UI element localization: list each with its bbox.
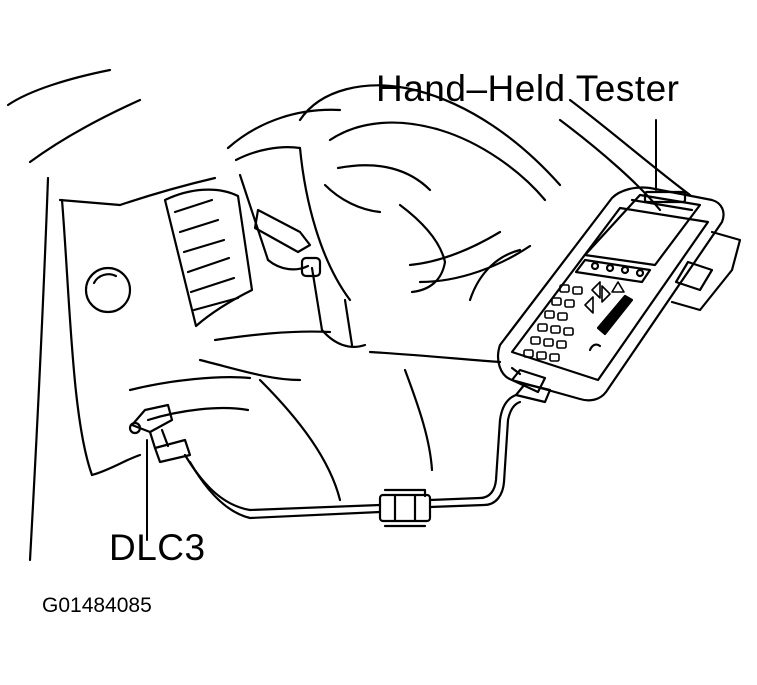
tester-keypad	[523, 281, 625, 362]
hand-held-tester-device	[496, 119, 742, 404]
tester-cable	[183, 393, 522, 528]
dlc3-label: DLC3	[109, 527, 206, 568]
figure-code-label: G01484085	[42, 594, 152, 617]
dashboard-illustration	[6, 68, 692, 562]
dlc3-connector	[128, 403, 192, 541]
hand-held-tester-label: Hand–Held Tester	[376, 68, 680, 109]
